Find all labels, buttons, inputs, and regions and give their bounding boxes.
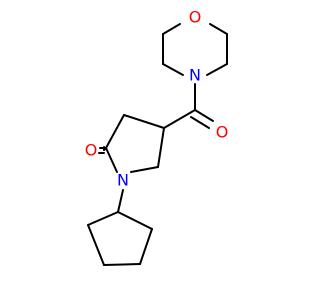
bond-carbonyl-c-o-2 xyxy=(190,116,210,129)
bond-ring-c5-c4 xyxy=(157,127,165,168)
structure-diagram: O N O O N xyxy=(85,8,229,266)
lactam-oxygen-label: O xyxy=(85,141,98,160)
bond-n-cyclopentyl xyxy=(117,189,124,213)
bonds xyxy=(87,23,228,266)
morpholine-nitrogen-label: N xyxy=(189,66,201,85)
bond-morph-n-c3 xyxy=(206,63,228,76)
bond-cp-c3-c4 xyxy=(103,263,141,266)
bond-ring-c2-n xyxy=(105,147,118,173)
atom-labels: O N O O N xyxy=(85,8,229,190)
bond-cp-c1-c2 xyxy=(87,211,119,226)
bond-morph-c2-n xyxy=(162,63,184,76)
bond-morph-o-c1 xyxy=(162,23,181,35)
amide-carbonyl-oxygen-label: O xyxy=(216,123,229,142)
bond-carbonyl-c-ring-c4 xyxy=(163,109,196,129)
bond-ring-n-c5 xyxy=(130,166,159,173)
bond-morph-c4-o xyxy=(209,23,228,35)
bond-cp-c2-c3 xyxy=(87,224,105,266)
bond-cp-c4-c5 xyxy=(139,228,153,265)
molecule-canvas: O N O O N xyxy=(84,7,229,266)
bond-cp-c5-c1 xyxy=(117,211,153,230)
lactam-nitrogen-label: N xyxy=(117,171,129,190)
morpholine-oxygen-label: O xyxy=(189,8,202,27)
bond-ring-c4-c3 xyxy=(123,114,165,129)
bond-ring-c3-c2 xyxy=(105,114,125,149)
bond-carbonyl-c-o-1 xyxy=(194,109,214,122)
